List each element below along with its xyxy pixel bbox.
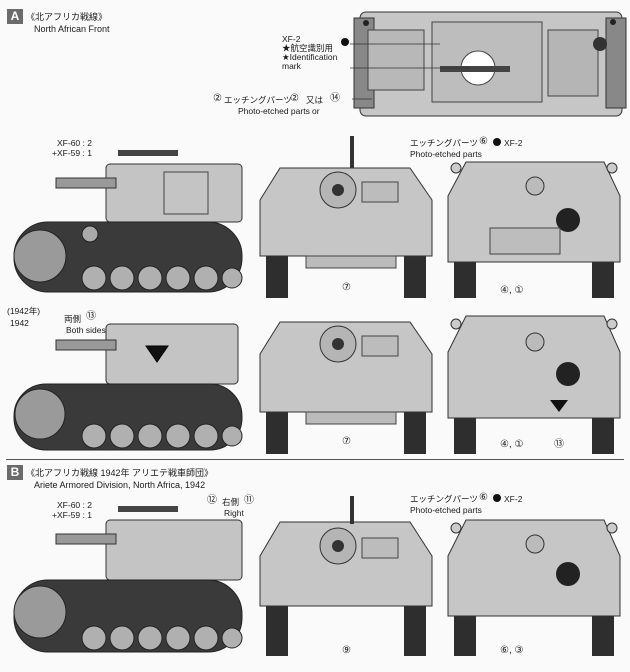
paint-dot-icon [341, 38, 349, 46]
top-pe-en: Photo-etched parts [238, 106, 310, 116]
top-pe-num2: ⑭ [330, 93, 340, 104]
top-pe-or-jp: 又は [306, 95, 324, 105]
side-view-2 [13, 323, 243, 451]
section-b-title-jp: 《北アフリカ戦線 1942年 アリエテ戦車師団》 [26, 468, 214, 478]
both-sides-en: Both sides [66, 325, 106, 335]
rear1-pe-jp: エッチングパーツ [410, 138, 478, 148]
paint-dot-icon [493, 138, 501, 146]
rear1-pe-en: Photo-etched parts [410, 149, 482, 159]
side-b-right-jp: 右側 [222, 497, 240, 507]
section-a-badge: A [7, 9, 23, 24]
side1-paint2: +XF-59 : 1 [52, 148, 92, 158]
top-pe-jp: エッチングパーツ [224, 95, 292, 105]
section-a-title-jp: 《北アフリカ戦線》 [26, 12, 108, 22]
rear2-decal: ⑬ [554, 439, 564, 450]
front2-part: ⑦ [342, 436, 351, 447]
top-mark-jp: ★航空識別用 [282, 43, 334, 53]
front-view-1 [259, 136, 433, 298]
side1-paint1: XF-60 : 2 [57, 138, 92, 148]
top-pe-or-en: or [312, 106, 320, 116]
rear2-parts: ④, ① [500, 439, 524, 450]
paint-dot-icon [493, 494, 501, 502]
rear1-paint: XF-2 [504, 138, 523, 148]
rear-b-pe-en: Photo-etched parts [410, 505, 482, 515]
top-mark-en2: mark [282, 61, 301, 71]
top-pe-num1-b: ② [290, 93, 299, 104]
top-pe-num1: ② [213, 93, 222, 104]
section-b-badge: B [7, 465, 23, 480]
triangle-marking-icon [145, 345, 169, 363]
rear-view-1 [447, 161, 621, 298]
front-view-b [259, 496, 433, 656]
rear-view-2 [447, 315, 621, 454]
rear-b-pe-jp: エッチングパーツ [410, 494, 478, 504]
top-paint-label: XF-2 [282, 34, 301, 44]
rear1-parts: ④, ① [500, 285, 524, 296]
rear-view-b [447, 519, 621, 656]
side-b-num12: ⑫ [207, 495, 217, 506]
rear-b-paint: XF-2 [504, 494, 523, 504]
front1-part: ⑦ [342, 282, 351, 293]
front-b-part: ⑨ [342, 645, 351, 656]
side-b-right-en: Right [224, 508, 244, 518]
top-view-vehicle [353, 11, 627, 117]
side-b-num11: ⑪ [244, 495, 254, 506]
both-sides-num: ⑬ [86, 311, 96, 322]
side-view-1 [13, 150, 243, 293]
side-b-paint1: XF-60 : 2 [57, 500, 92, 510]
section-b-title-en: Ariete Armored Division, North Africa, 1… [34, 480, 206, 490]
side-view-b [13, 506, 243, 653]
year-label: (1942年) [7, 306, 41, 316]
rear-b-parts: ⑥, ③ [500, 645, 524, 656]
rear1-pe-num: ⑥ [479, 136, 488, 147]
section-a-title-en: North African Front [34, 24, 110, 34]
section-divider [6, 459, 624, 460]
rear-b-pe-num: ⑥ [479, 492, 488, 503]
year-en: 1942 [10, 318, 29, 328]
both-sides-jp: 両側 [64, 314, 82, 324]
front-view-2 [259, 321, 433, 454]
side-b-paint2: +XF-59 : 1 [52, 510, 92, 520]
top-mark-en1: ★Identification [282, 52, 338, 62]
